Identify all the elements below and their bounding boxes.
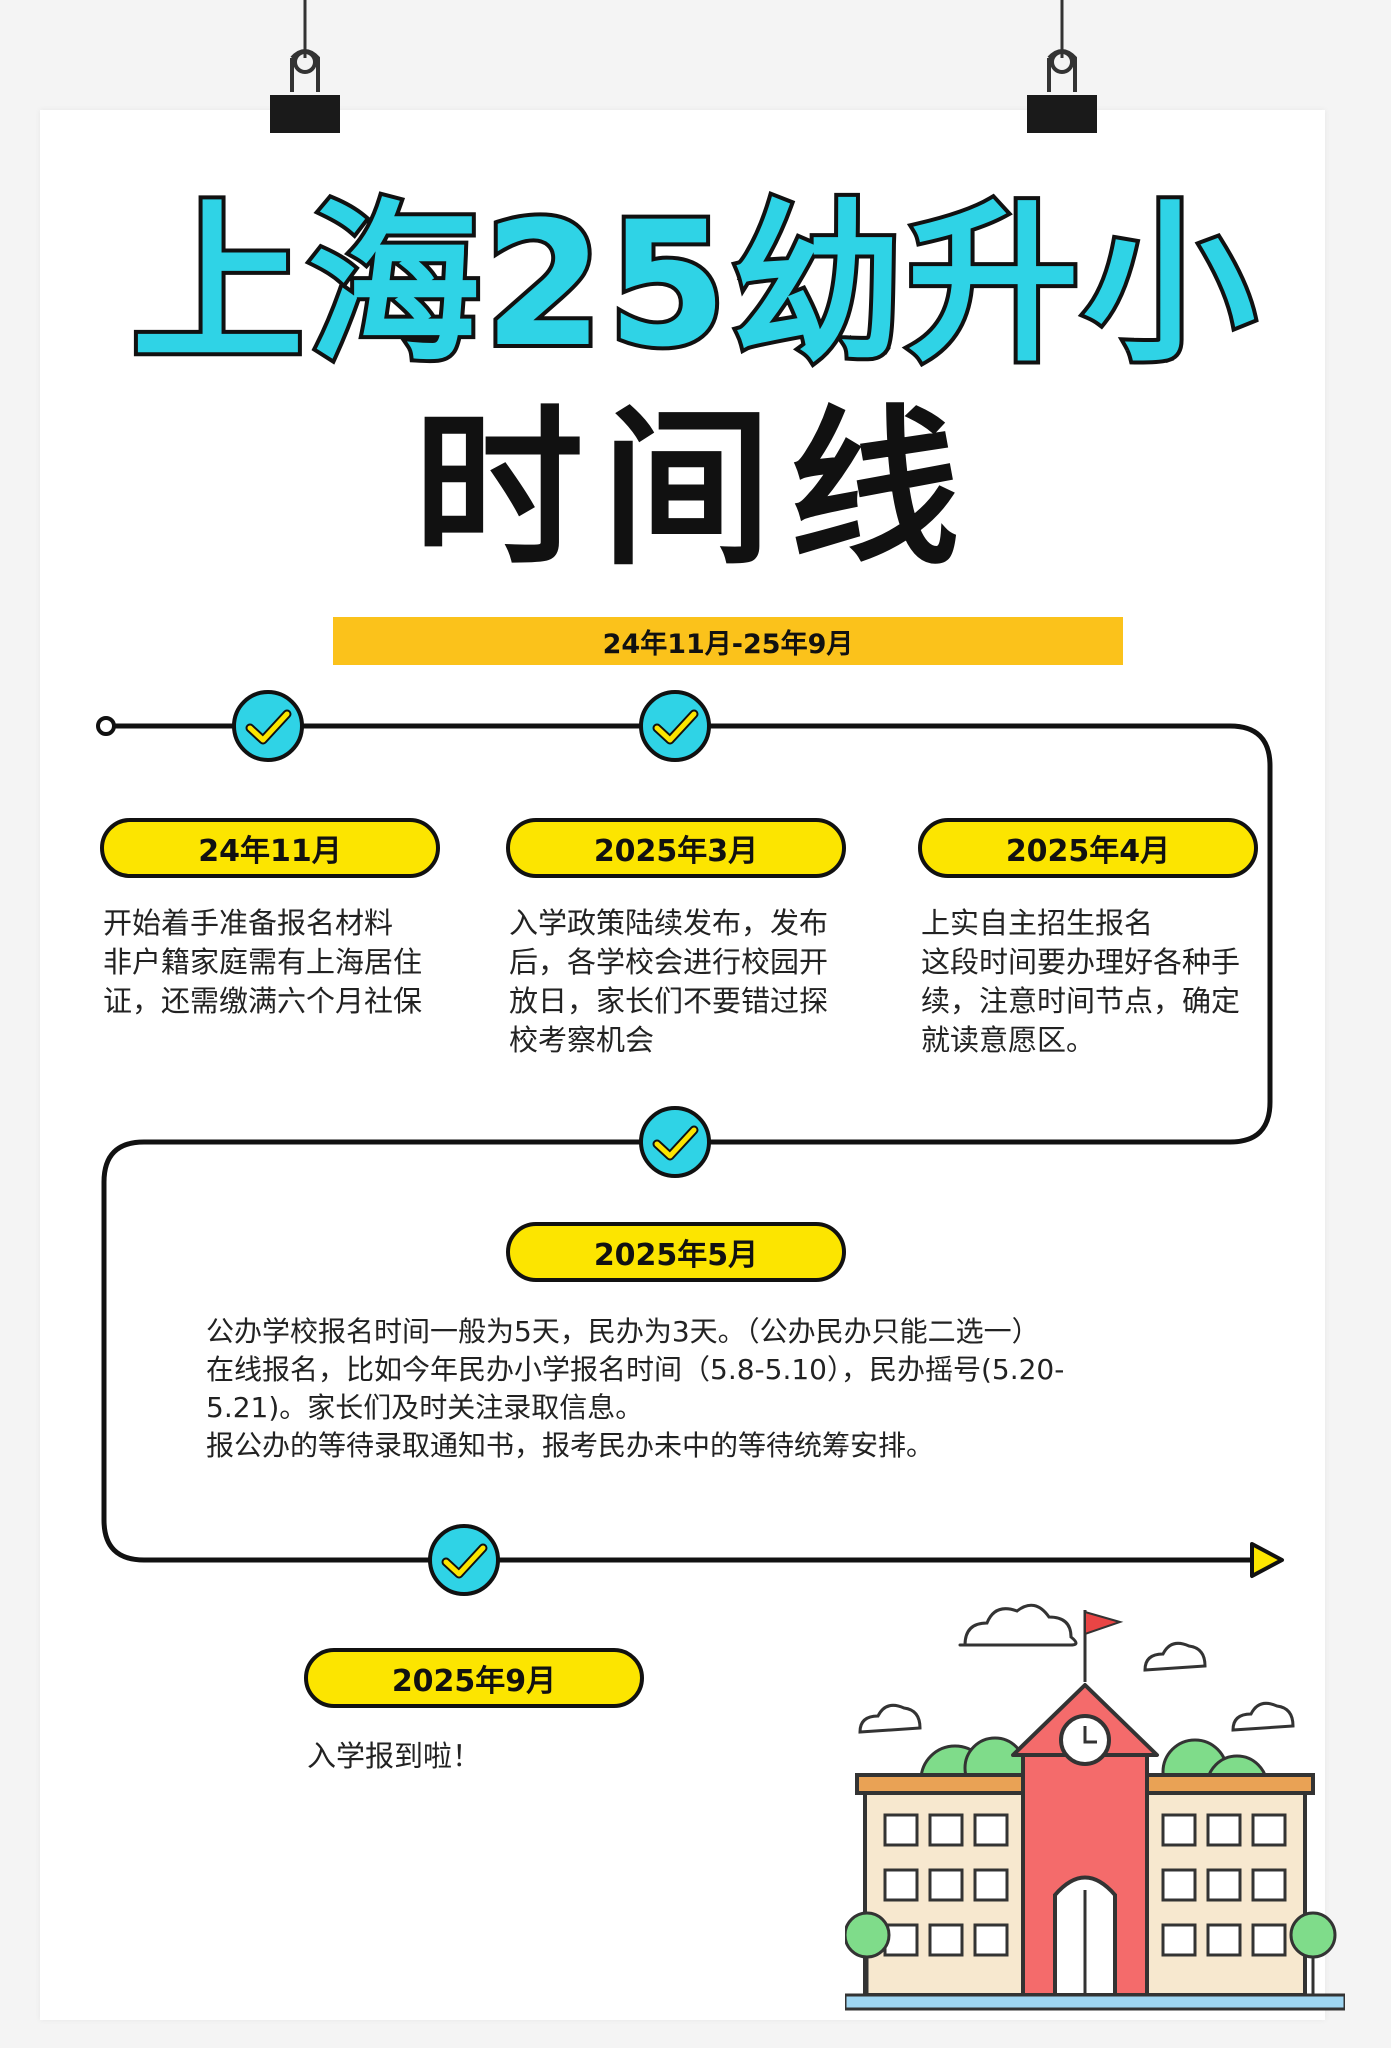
description-line: 校考察机会 xyxy=(509,1023,655,1057)
cloud-icon xyxy=(1231,1701,1295,1732)
milestone-date-pill: 2025年4月 xyxy=(918,818,1258,878)
poster-subtitle: 时间线 xyxy=(413,391,978,589)
cloud-icon xyxy=(958,1603,1078,1647)
check-icon xyxy=(428,1524,500,1596)
description-line: 非户籍家庭需有上海居住 xyxy=(103,945,423,979)
description-line: 就读意愿区。 xyxy=(921,1023,1096,1057)
milestone-date: 2025年3月 xyxy=(593,834,759,869)
description-line: 入学报到啦！ xyxy=(307,1739,482,1773)
clock-icon xyxy=(1059,1714,1111,1766)
binder-clip-icon xyxy=(1027,0,1097,133)
description-line: 这段时间要办理好各种手 xyxy=(921,945,1241,979)
date-range-label: 24年11月-25年9月 xyxy=(602,628,854,660)
milestone-date-pill: 2025年3月 xyxy=(506,818,846,878)
milestone-date: 2025年4月 xyxy=(1005,834,1171,869)
tree-icon xyxy=(845,1911,891,1995)
milestone-description: 上实自主招生报名 这段时间要办理好各种手 续，注意时间节点，确定 就读意愿区。 xyxy=(921,904,1261,1060)
milestone-description: 入学报到啦！ xyxy=(307,1737,637,1776)
description-line: 开始着手准备报名材料 xyxy=(103,906,394,940)
flag-icon xyxy=(1083,1610,1124,1682)
milestone-date-pill: 2025年9月 xyxy=(304,1648,644,1708)
description-line: 报公办的等待录取通知书，报考民办未中的等待统筹安排。 xyxy=(206,1429,935,1462)
description-line: 5.21)。家长们及时关注录取信息。 xyxy=(206,1391,644,1424)
description-line: 入学政策陆续发布，发布 xyxy=(509,906,829,940)
check-icon xyxy=(232,690,304,762)
milestone-date-pill: 24年11月 xyxy=(100,818,440,878)
milestone-description: 公办学校报名时间一般为5天，民办为3天。（公办民办只能二选一） 在线报名，比如今… xyxy=(206,1313,1166,1465)
description-line: 后，各学校会进行校园开 xyxy=(509,945,829,979)
binder-clip-icon xyxy=(270,0,340,133)
description-line: 放日，家长们不要错过探 xyxy=(509,984,829,1018)
milestone-date: 2025年9月 xyxy=(391,1664,557,1699)
arrow-head-icon xyxy=(1250,1542,1284,1578)
description-line: 公办学校报名时间一般为5天，民办为3天。（公办民办只能二选一） xyxy=(206,1315,1040,1348)
description-line: 在线报名，比如今年民办小学报名时间（5.8-5.10），民办摇号(5.20- xyxy=(206,1353,1065,1386)
check-icon xyxy=(639,690,711,762)
milestone-date: 2025年5月 xyxy=(593,1238,759,1273)
cloud-icon xyxy=(1143,1641,1207,1672)
cloud-icon xyxy=(858,1703,922,1734)
school-building-icon xyxy=(845,1603,1345,2011)
milestone-description: 开始着手准备报名材料 非户籍家庭需有上海居住 证，还需缴满六个月社保 xyxy=(103,904,433,1021)
poster-title: 上海25幼升小 xyxy=(128,181,1260,389)
milestone-description: 入学政策陆续发布，发布 后，各学校会进行校园开 放日，家长们不要错过探 校考察机… xyxy=(509,904,849,1060)
milestone-date: 24年11月 xyxy=(198,834,342,869)
description-line: 证，还需缴满六个月社保 xyxy=(103,984,423,1018)
tree-icon xyxy=(1289,1911,1337,1995)
poster-sheet xyxy=(40,110,1325,2020)
milestone-date-pill: 2025年5月 xyxy=(506,1222,846,1282)
description-line: 续，注意时间节点，确定 xyxy=(921,984,1241,1018)
description-line: 上实自主招生报名 xyxy=(921,906,1154,940)
hanging-clips xyxy=(270,0,1097,133)
check-icon xyxy=(639,1106,711,1178)
date-range-bar: 24年11月-25年9月 xyxy=(333,617,1123,665)
